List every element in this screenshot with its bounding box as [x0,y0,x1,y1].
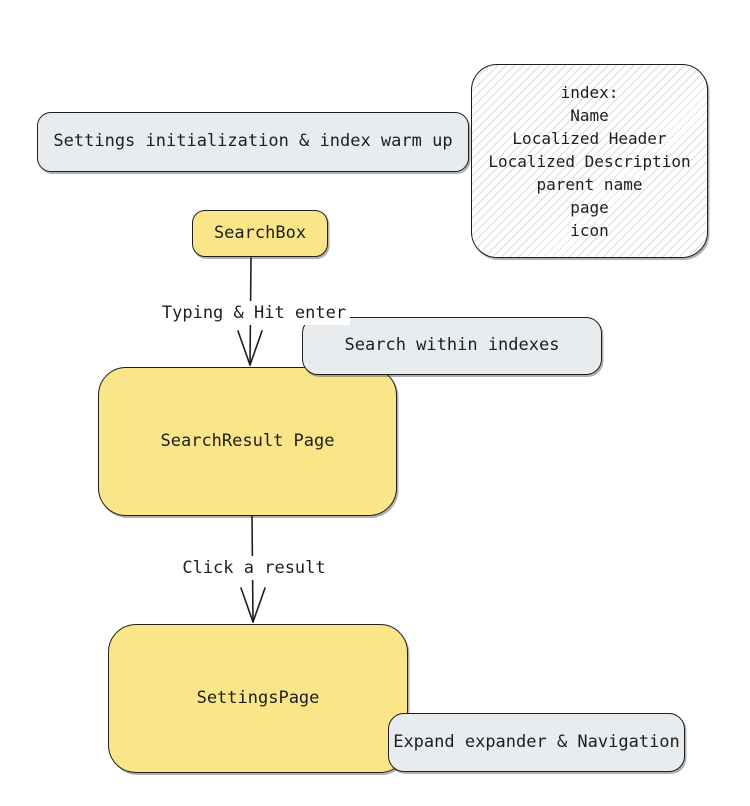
expand-navigation-label: Expand expander & Navigation [393,731,680,752]
node-searchresult-page: SearchResult Page [98,367,397,516]
index-field-parent-name: parent name [536,174,643,194]
edge-label-click-result: Click a result [178,556,330,580]
searchresult-page-label: SearchResult Page [160,430,335,451]
settingspage-label: SettingsPage [196,687,320,708]
settings-initialization-label: Settings initialization & index warm up [53,131,453,152]
node-index-info: index: Name Localized Header Localized D… [471,64,708,258]
index-field-icon: icon [570,220,609,240]
index-info-title: index: [560,82,619,102]
node-search-within-indexes: Search within indexes [302,317,602,375]
index-field-page: page [570,197,609,217]
searchbox-label: SearchBox [213,222,307,243]
edge-label-typing-enter: Typing & Hit enter [157,301,351,325]
node-searchbox: SearchBox [192,210,328,257]
index-field-name: Name [570,105,609,125]
index-info-lines: index: Name Localized Header Localized D… [488,81,690,242]
node-settings-initialization: Settings initialization & index warm up [37,112,469,172]
node-expand-navigation: Expand expander & Navigation [388,713,685,772]
index-field-localized-description: Localized Description [488,151,691,171]
node-settingspage: SettingsPage [108,624,408,773]
search-within-indexes-label: Search within indexes [344,335,560,356]
index-field-localized-header: Localized Header [512,128,667,148]
